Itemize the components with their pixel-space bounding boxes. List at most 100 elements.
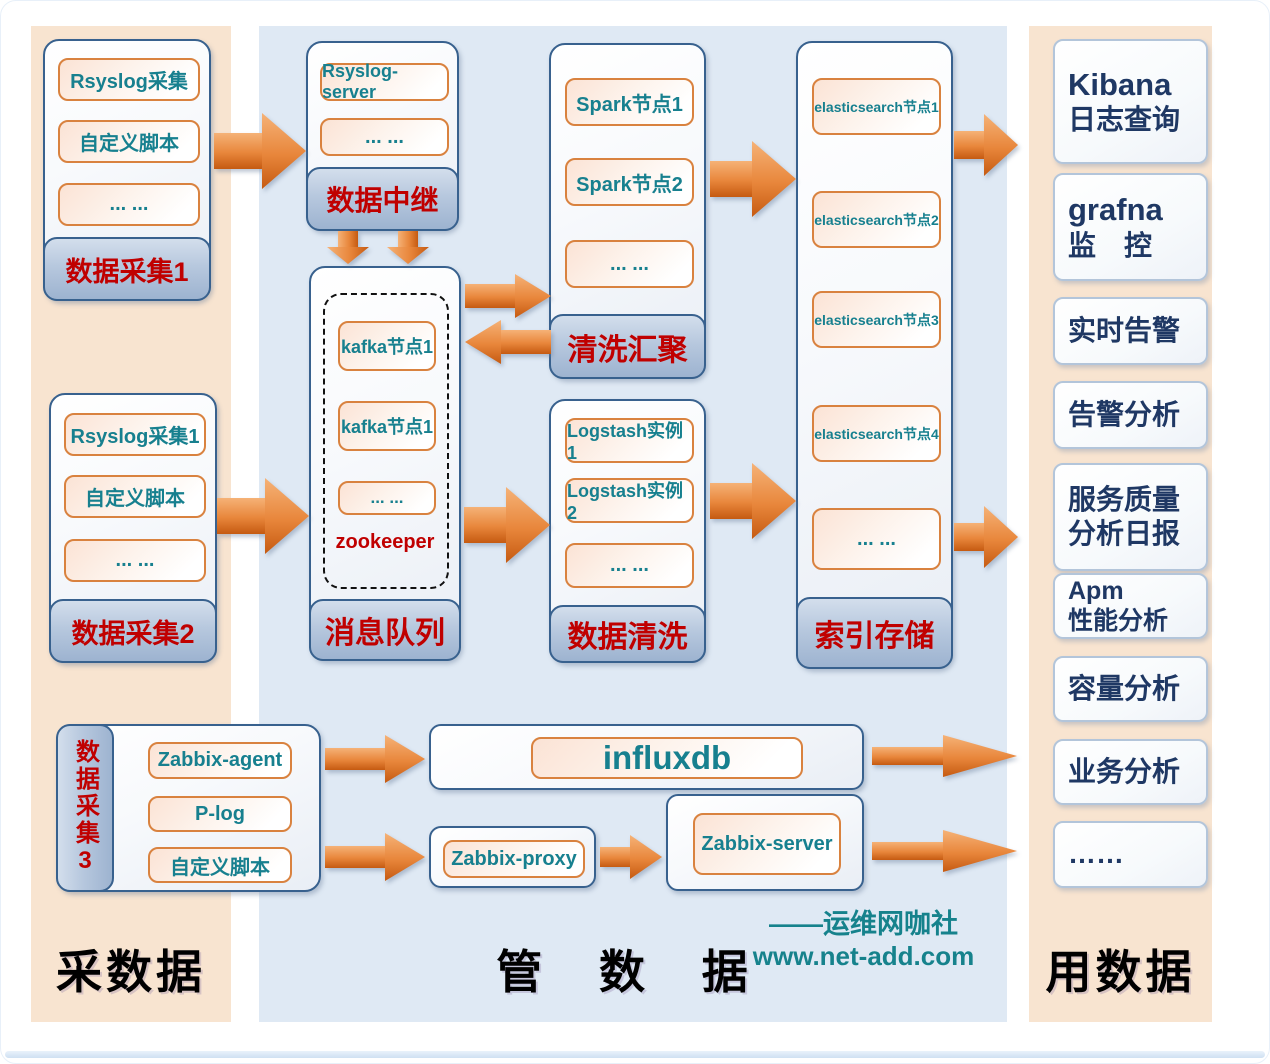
node-zabbix-proxy: Zabbix-proxy	[443, 840, 585, 878]
node-ellipsis: ... ...	[64, 539, 206, 582]
node-label: ... ...	[857, 527, 896, 550]
block-title-label: 清洗汇聚	[567, 333, 688, 367]
node-elasticsearch-4: elasticsearch节点4	[812, 405, 941, 462]
node-label: Zabbix-agent	[157, 749, 283, 771]
node-label: Zabbix-proxy	[451, 847, 577, 870]
node-ellipsis: ... ...	[58, 183, 200, 226]
node-zabbix-server: Zabbix-server	[693, 813, 841, 875]
node-label: 自定义脚本	[170, 856, 270, 879]
block-title-label: 数据采集2	[71, 618, 195, 649]
block-title-data-clean: 数据清洗	[549, 605, 706, 663]
node-elasticsearch-3: elasticsearch节点3	[812, 291, 941, 348]
arrow-down-icon	[387, 231, 429, 264]
output-label: grafna	[1068, 192, 1163, 228]
node-logstash-1: Logstash实例1	[565, 418, 694, 463]
arrow-right-icon	[710, 463, 796, 539]
node-label: Spark节点2	[576, 173, 683, 196]
band-label-manage: 管 数 据	[259, 936, 1007, 1002]
block-title-index-storage: 索引存储	[796, 597, 953, 669]
block-title-label: 数据清洗	[567, 621, 688, 654]
block-message-queue: kafka节点1 kafka节点1 ... ... zookeeper 消息队列	[309, 266, 461, 661]
block-zabbix-server: Zabbix-server	[666, 794, 864, 891]
node-kafka-2: kafka节点1	[338, 401, 436, 451]
node-label: kafka节点1	[340, 337, 434, 357]
node-rsyslog-collect-1: Rsyslog采集1	[64, 413, 206, 456]
node-label: ... ...	[610, 554, 649, 576]
arrow-left-icon	[465, 320, 551, 364]
block-data-collect-2: Rsyslog采集1 自定义脚本 ... ... 数据采集2	[49, 393, 217, 663]
block-title-collect-3: 数据采集3	[56, 724, 114, 892]
node-label: Rsyslog-server	[322, 61, 399, 102]
output-label: 日志查询	[1068, 104, 1181, 136]
arrow-right-icon	[600, 835, 662, 879]
block-data-clean: Logstash实例1 Logstash实例2 ... ... 数据清洗	[549, 399, 706, 663]
kafka-cluster-outline	[323, 293, 449, 589]
output-kibana-log-query: Kibana 日志查询	[1053, 39, 1208, 164]
node-label: kafka节点1	[340, 417, 434, 437]
block-title-label: 数据采集3	[71, 739, 99, 877]
node-label: Rsyslog采集1	[70, 426, 200, 448]
node-ellipsis: ... ...	[565, 543, 694, 588]
arrow-right-icon	[872, 734, 1017, 778]
node-rsyslog-server: Rsyslog-server	[320, 61, 449, 102]
output-service-quality-daily: 服务质量 分析日报	[1053, 463, 1208, 571]
block-data-relay: Rsyslog-server ... ... 数据中继	[306, 41, 459, 231]
node-label: ... ...	[115, 549, 155, 571]
node-label: elasticsearch节点4	[814, 425, 939, 442]
output-label: 分析日报	[1068, 518, 1181, 549]
node-custom-script: 自定义脚本	[58, 120, 200, 163]
band-label-collect: 采数据	[31, 936, 231, 1002]
output-label: 业务分析	[1068, 755, 1181, 787]
block-title-label: 索引存储	[814, 620, 935, 653]
output-alert-analysis: 告警分析	[1053, 381, 1208, 449]
arrow-right-icon	[325, 833, 425, 881]
output-label: Apm	[1068, 576, 1124, 605]
arrow-right-icon	[214, 113, 306, 189]
node-custom-script: 自定义脚本	[64, 475, 206, 518]
output-label: 性能分析	[1068, 607, 1169, 635]
node-label: elasticsearch节点3	[814, 311, 939, 328]
node-label: ... ...	[365, 125, 404, 148]
block-title-label: 数据采集1	[65, 256, 189, 287]
node-custom-script: 自定义脚本	[148, 847, 292, 883]
output-capacity-analysis: 容量分析	[1053, 656, 1208, 722]
arrow-right-icon	[954, 114, 1018, 176]
node-kafka-1: kafka节点1	[338, 321, 436, 371]
band-label-use: 用数据	[1029, 936, 1212, 1002]
arrow-right-icon	[217, 478, 309, 554]
output-label: 告警分析	[1068, 398, 1181, 430]
block-data-collect-3: 数据采集3 Zabbix-agent P-log 自定义脚本	[56, 724, 321, 892]
block-title-label: 数据中继	[326, 185, 439, 216]
node-spark-1: Spark节点1	[565, 78, 694, 126]
output-business-analysis: 业务分析	[1053, 739, 1208, 805]
output-apm-performance: Apm 性能分析	[1053, 573, 1208, 639]
node-spark-2: Spark节点2	[565, 158, 694, 206]
block-title-label: 消息队列	[325, 617, 445, 650]
node-rsyslog-collect: Rsyslog采集	[58, 58, 200, 101]
band-label-text: 管 数 据	[496, 946, 770, 998]
node-label: elasticsearch节点2	[814, 211, 939, 228]
block-influxdb: influxdb	[429, 724, 864, 790]
node-ellipsis: ... ...	[320, 118, 449, 156]
bottom-edge-strip	[5, 1051, 1265, 1058]
node-label: influxdb	[602, 739, 732, 776]
arrow-right-icon	[465, 274, 551, 318]
node-label: Spark节点1	[576, 93, 683, 116]
output-label: 容量分析	[1068, 672, 1181, 704]
output-realtime-alert: 实时告警	[1053, 297, 1208, 365]
band-label-text: 采数据	[56, 946, 206, 998]
arrow-right-icon	[325, 735, 425, 783]
block-index-storage: elasticsearch节点1 elasticsearch节点2 elasti…	[796, 41, 953, 669]
block-zabbix-proxy: Zabbix-proxy	[429, 826, 596, 888]
node-label: Logstash实例2	[567, 481, 684, 523]
node-label: Zabbix-server	[701, 832, 833, 855]
node-label: Logstash实例1	[567, 421, 684, 463]
node-p-log: P-log	[148, 796, 292, 832]
node-label: ... ...	[109, 193, 149, 215]
node-label: ... ...	[610, 252, 649, 275]
node-label: zookeeper	[335, 531, 435, 553]
node-label: Rsyslog采集	[70, 71, 188, 93]
output-label: 服务质量	[1068, 483, 1181, 515]
node-ellipsis: ... ...	[812, 508, 941, 570]
